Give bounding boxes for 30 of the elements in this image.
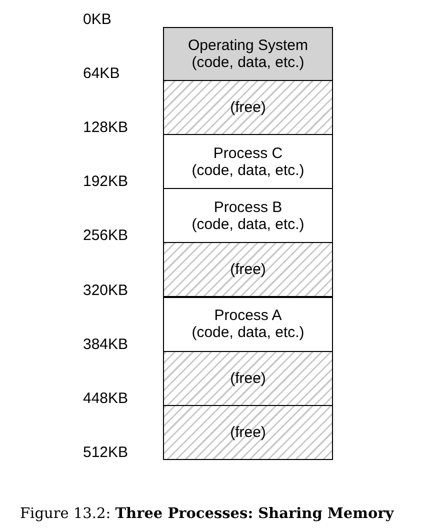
region-text: (free) — [230, 261, 266, 278]
region-text: (code, data, etc.) — [192, 162, 304, 179]
address-label: 128KB — [83, 119, 128, 136]
region-text: (free) — [230, 99, 266, 116]
region-text: (code, data, etc.) — [192, 216, 304, 233]
free-region — [163, 242, 333, 298]
process-region — [163, 296, 333, 352]
region-text: (code, data, etc.) — [192, 324, 304, 342]
region-title: Process A — [214, 307, 282, 324]
address-label: 448KB — [83, 390, 128, 407]
region-title: Process B — [214, 198, 282, 216]
address-label: 256KB — [83, 227, 128, 244]
figure-caption: Figure 13.2: Three Processes: Sharing Memory — [20, 505, 394, 522]
region-text: (free) — [230, 424, 266, 441]
process-region — [163, 134, 333, 190]
address-label: 384KB — [83, 336, 128, 353]
region-text: (code, data, etc.) — [192, 54, 304, 72]
region-title: Operating System — [188, 37, 308, 54]
address-label: 512KB — [83, 444, 128, 461]
address-label: 0KB — [83, 11, 112, 28]
process-region — [163, 188, 333, 244]
free-region — [163, 404, 333, 460]
address-label: 320KB — [83, 282, 128, 298]
address-label: 64KB — [83, 65, 120, 82]
address-label: 192KB — [83, 173, 128, 190]
os-region — [163, 27, 333, 82]
region-title: Process C — [213, 144, 283, 162]
free-region — [163, 350, 333, 406]
free-region — [163, 80, 333, 136]
region-text: (free) — [230, 370, 266, 387]
